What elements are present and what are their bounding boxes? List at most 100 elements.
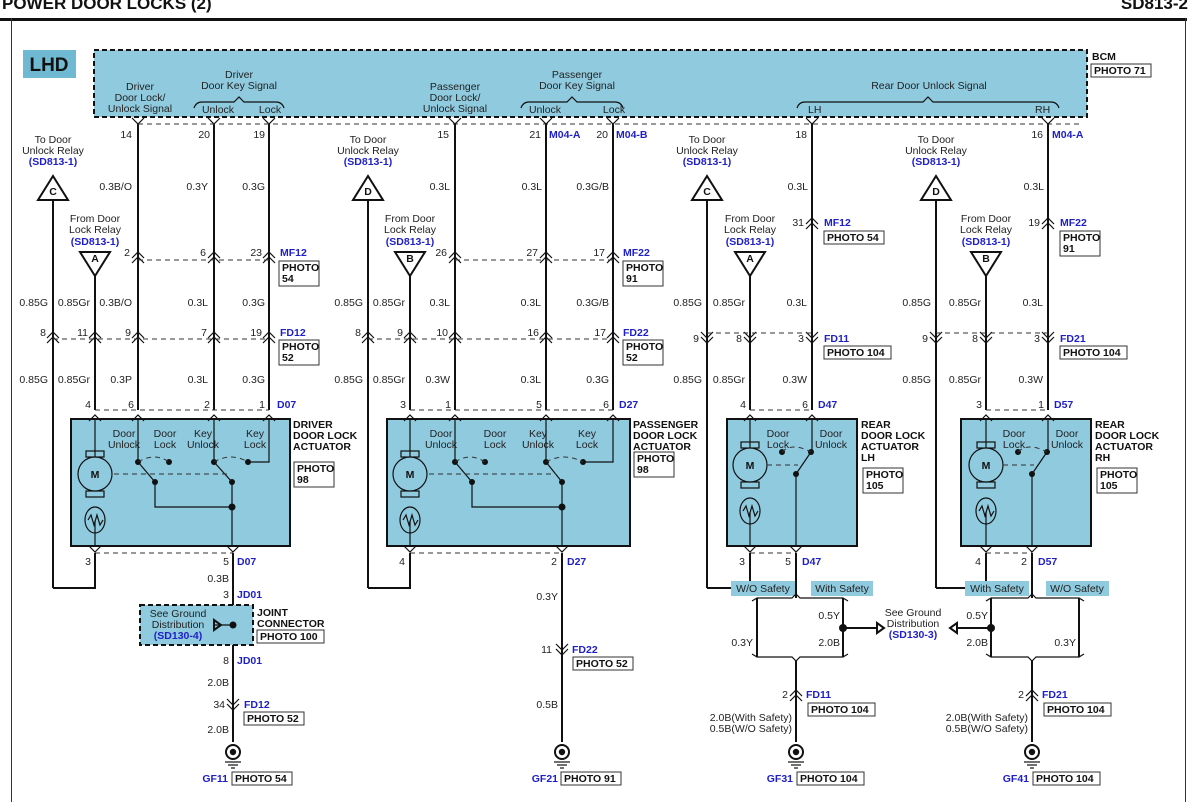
switch-label: Unlock [108,439,141,451]
pin-number: 9 [693,333,699,345]
connector-mf12-photo-text: PHOTO 54 [827,232,879,244]
terminal-arrow-icon [805,117,819,125]
wire-spec: 0.3Y [536,591,558,603]
offpage-ref-a-icon [733,251,767,278]
motor-label: M [982,460,991,472]
connector-icon [131,336,145,344]
rear-lh-door-lock-actuator-photo-text: 105 [866,480,884,492]
bcm-passenger-key-signal-label: Passenger [552,69,603,81]
switch-label: Door [767,428,790,440]
pin-number: 8 [355,327,361,339]
switch-label: Unlock [1051,439,1084,451]
joint-connector-name: JOINT [257,607,289,619]
rear-rh-door-lock-actuator-name: ACTUATOR [1095,441,1153,453]
pin-number: 3 [798,333,804,345]
passenger-loop-wire [368,553,411,589]
connector-icon [1041,217,1055,225]
pin-number: 20 [596,129,608,141]
wire-spec: 0.85Gr [713,374,746,386]
pin-number: 11 [77,327,88,339]
option-label: W/O Safety [736,583,790,595]
terminal-arrow-icon [743,545,757,553]
terminal-arrow-icon [448,414,462,422]
ref-sheet-link: (SD813-1) [344,156,392,168]
connector-icon [46,336,60,344]
ref-from-lock-relay: Lock Relay [384,224,437,236]
pin-number: 19 [253,129,265,141]
terminal-arrow-icon [805,414,819,422]
connector-d57: D57 [1054,399,1073,411]
fd12-photo [278,339,320,366]
pin-number: 2 [1021,556,1027,568]
offpage-ref-a-icon-letter: A [746,253,754,265]
bcm-lh-label: LH [808,104,821,116]
pin-number: 19 [250,327,262,339]
wire-spec: 0.3L [1023,297,1044,309]
connector-icon [606,256,620,264]
mf12-photo-text: 54 [282,273,294,285]
bcm-rear-unlock-signal-label: Rear Door Unlock Signal [871,80,987,92]
mid-see-ground: See Ground [885,607,942,619]
switch-label: Door [484,428,507,440]
terminal-arrow-icon [539,414,553,422]
wire-spec: 0.85Gr [373,297,406,309]
pin-number: 3 [1034,333,1040,345]
terminal-arrow-icon [131,117,145,125]
connector-icon [448,331,462,339]
wire-spec: 0.5B(W/O Safety) [710,723,792,735]
switch-throw-arc [213,456,249,463]
wire-spec: 0.5Y [966,610,988,622]
offpage-ref-c-icon-letter: C [49,186,57,198]
pin-number: 17 [594,327,606,339]
ref-to-unlock-relay: Unlock Relay [905,145,968,157]
connector-icon [88,336,102,344]
wire-spec: 2.0B [966,637,988,649]
wire-spec: 2.0B [207,677,229,689]
gf41-photo-text: PHOTO 104 [1036,773,1094,785]
offpage-ref-d-icon-letter: D [364,186,372,198]
wire-spec: 0.85G [902,374,931,386]
option-wo-safety [731,581,795,596]
junction-dot [166,459,172,465]
wire-spec: 0.3W [425,374,450,386]
ground-gf21-icon [558,748,566,756]
key-lock-contact [583,419,614,463]
offpage-ref-b-icon [969,251,1003,278]
mid-sheet-link: (SD130-3) [889,629,937,641]
passenger-actuator-name: DOOR LOCK [633,430,698,442]
option-with-safety [811,581,873,596]
connector-icon [1025,694,1039,702]
pin-number: 23 [250,247,262,259]
connector-d47: D47 [818,399,837,411]
pin-number: 21 [529,129,541,141]
pin-number: 8 [972,333,978,345]
terminal-arrow-icon [555,545,569,553]
wire [471,482,562,508]
pin-number: 19 [1028,217,1040,229]
connector-icon [448,256,462,264]
connector-icon [46,331,60,339]
switch-blade [137,461,156,483]
connector-mf22-photo [1059,230,1101,257]
connector-fd12: FD12 [280,327,306,339]
ref-from-lock-relay: From Door [70,213,121,225]
rear-rh-door-lock-actuator-name: RH [1095,452,1110,464]
switch-label: Unlock [815,439,848,451]
switch-label: Lock [1003,439,1026,451]
terminal-arrow-icon [448,117,462,125]
connector-d27: D27 [619,399,638,411]
ref-from-lock-relay: Lock Relay [724,224,777,236]
offpage-ref-d-icon-letter: D [932,186,940,198]
switch-label: Lock [576,439,599,451]
pin-number: 9 [397,327,403,339]
connector-icon [403,331,417,339]
mf22-photo-text: PHOTO [626,262,663,274]
ground-gf41-icon [1028,748,1036,756]
connector-icon [929,336,943,344]
rear-lh-door-lock-actuator-name: ACTUATOR [861,441,919,453]
switch-label: Door [430,428,453,440]
connector-icon [1041,222,1055,230]
wire-spec: 0.3L [1024,181,1045,193]
ref-to-unlock-relay: To Door [35,134,72,146]
rear-rh-door-lock-actuator-photo [1096,467,1138,494]
